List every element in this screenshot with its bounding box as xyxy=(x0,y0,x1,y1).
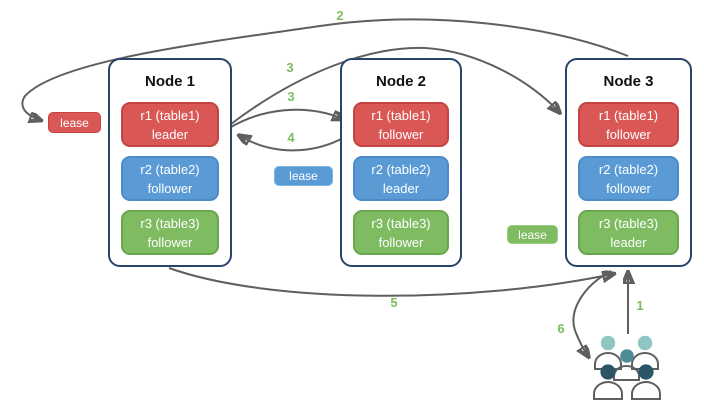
replica-role: follower xyxy=(147,234,193,250)
replica-role: follower xyxy=(378,234,424,250)
replica-role: follower xyxy=(378,126,424,142)
replica-role: follower xyxy=(606,180,651,196)
node-2-replica-r1: r1 (table1) follower xyxy=(353,102,449,147)
replica-name: r3 (table3) xyxy=(598,215,659,231)
replica-role: leader xyxy=(151,126,189,142)
node-3-replica-r2: r2 (table2) follower xyxy=(578,156,679,201)
users-icon xyxy=(593,335,661,400)
replica-name: r2 (table2) xyxy=(598,161,659,177)
arrow-step-3-to-node2 xyxy=(230,108,343,128)
arrow-step-5 xyxy=(168,267,613,297)
node-2-replica-r3: r3 (table3) follower xyxy=(353,210,449,255)
replica-role: follower xyxy=(606,126,651,142)
step-label-3a: 3 xyxy=(286,60,294,75)
step-label-4: 4 xyxy=(287,130,295,145)
replica-name: r3 (table3) xyxy=(371,215,431,231)
node-1-title: Node 1 xyxy=(144,73,195,90)
arrow-step-6 xyxy=(572,270,612,356)
node-2-title: Node 2 xyxy=(375,73,426,90)
node-1-replica-r1: r1 (table1) leader xyxy=(121,102,219,147)
lease-badge-r1: lease xyxy=(48,112,101,133)
node-2: Node 2 r1 (table1) follower r2 (table2) … xyxy=(340,58,462,267)
node-1-replica-r3: r3 (table3) follower xyxy=(121,210,219,255)
lease-badge-r3: lease xyxy=(507,225,558,244)
node-3-title: Node 3 xyxy=(603,73,654,90)
node-3-replica-r1: r1 (table1) follower xyxy=(578,102,679,147)
replica-name: r3 (table3) xyxy=(140,215,200,231)
replica-role: follower xyxy=(147,180,193,196)
step-label-3b: 3 xyxy=(287,89,295,104)
node-1-replica-r2: r2 (table2) follower xyxy=(121,156,219,201)
node-3: Node 3 r1 (table1) follower r2 (table2) … xyxy=(565,58,692,267)
replica-name: r1 (table1) xyxy=(140,107,200,123)
node-2-replica-r2: r2 (table2) leader xyxy=(353,156,449,201)
step-label-6: 6 xyxy=(557,321,565,336)
step-label-2: 2 xyxy=(336,8,344,23)
replica-name: r2 (table2) xyxy=(140,161,200,177)
node-3-replica-r3: r3 (table3) leader xyxy=(578,210,679,255)
replica-role: leader xyxy=(610,234,647,250)
step-label-5: 5 xyxy=(390,295,398,310)
node-1: Node 1 r1 (table1) leader r2 (table2) fo… xyxy=(108,58,232,267)
replica-name: r1 (table1) xyxy=(598,107,659,123)
replica-name: r2 (table2) xyxy=(371,161,431,177)
lease-badge-r2: lease xyxy=(274,166,333,186)
replica-role: leader xyxy=(382,180,420,196)
step-label-1: 1 xyxy=(636,298,644,313)
replica-name: r1 (table1) xyxy=(371,107,431,123)
